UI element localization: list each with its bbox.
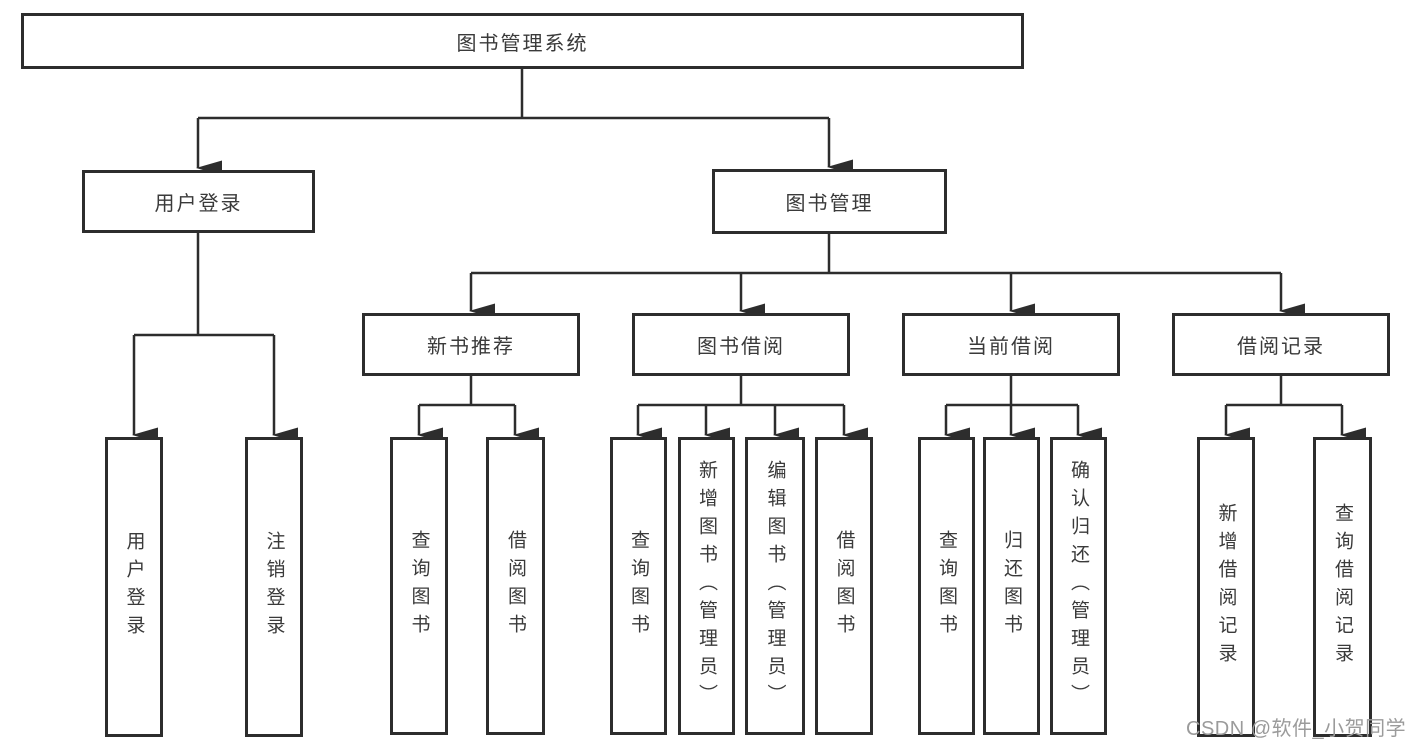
node-query-books-borrowing: 查询图书 xyxy=(610,437,667,735)
node-book-borrowing: 图书借阅 xyxy=(632,313,850,376)
node-query-books-recommend: 查询图书 xyxy=(390,437,448,735)
node-current-borrowing: 当前借阅 xyxy=(902,313,1120,376)
node-confirm-return-admin: 确认归还（管理员） xyxy=(1050,437,1107,735)
node-book-management: 图书管理 xyxy=(712,169,947,234)
node-borrow-books-borrowing: 借阅图书 xyxy=(815,437,873,735)
node-edit-books-admin: 编辑图书（管理员） xyxy=(745,437,805,735)
watermark-text: CSDN @软件_小贺同学 xyxy=(1186,718,1405,740)
node-logout-leaf: 注销登录 xyxy=(245,437,303,737)
node-return-books: 归还图书 xyxy=(983,437,1040,735)
node-add-borrow-record: 新增借阅记录 xyxy=(1197,437,1255,737)
node-borrowing-records: 借阅记录 xyxy=(1172,313,1390,376)
node-user-login: 用户登录 xyxy=(82,170,315,233)
edge-trunks-and-bars xyxy=(134,69,1342,407)
node-user-login-leaf: 用户登录 xyxy=(105,437,163,737)
node-add-books-admin: 新增图书（管理员） xyxy=(678,437,735,735)
node-query-borrow-record: 查询借阅记录 xyxy=(1313,437,1372,737)
node-borrow-books-recommend: 借阅图书 xyxy=(486,437,545,735)
node-query-books-current: 查询图书 xyxy=(918,437,975,735)
node-new-book-recommend: 新书推荐 xyxy=(362,313,580,376)
node-book-management-system: 图书管理系统 xyxy=(21,13,1024,69)
